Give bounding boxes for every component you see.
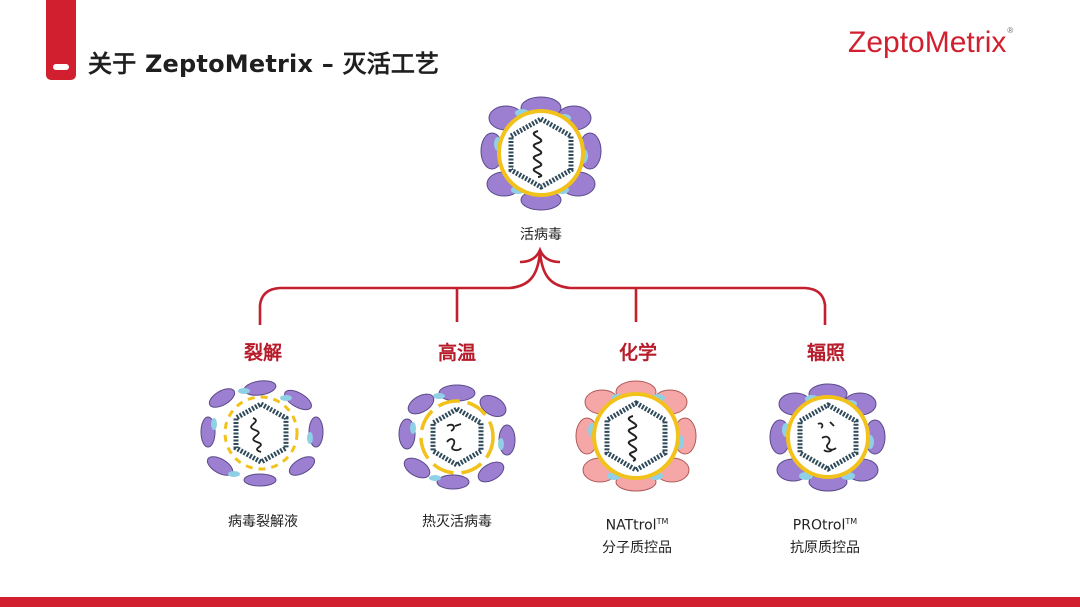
logo-text: ZeptoMetri	[848, 26, 992, 59]
caption-nattrol-line1: NATtrolTM	[547, 511, 727, 537]
title-tab-notch	[53, 64, 69, 70]
chemical-virus-icon	[575, 380, 697, 492]
logo-registered-mark: ®	[1007, 26, 1014, 35]
live-virus-label: 活病毒	[520, 227, 562, 243]
branch-title-heat: 高温	[437, 342, 476, 364]
logo-x: x	[991, 26, 1007, 59]
zeptometrix-logo: ZeptoMetrix®	[848, 26, 1013, 60]
protrol-tm: TM	[845, 517, 858, 526]
lysed-virus-icon	[200, 380, 324, 487]
caption-lysate: 病毒裂解液	[228, 514, 298, 530]
protrol-name: PROtrol	[792, 517, 846, 534]
branch-title-irradiation: 辐照	[806, 342, 845, 364]
branch-title-lysis: 裂解	[243, 342, 282, 364]
caption-protrol-line1: PROtrolTM	[735, 511, 915, 537]
live-virus-icon	[480, 96, 602, 211]
caption-nattrol-line2: 分子质控品	[602, 539, 672, 556]
caption-nattrol: NATtrolTM 分子质控品	[547, 511, 727, 559]
slide-title: 关于 ZeptoMetrix – 灭活工艺	[88, 50, 440, 78]
branch-title-chemical: 化学	[618, 342, 657, 364]
brace-top	[519, 246, 561, 264]
heat-inactivated-virus-icon	[398, 384, 516, 490]
title-accent-tab	[46, 0, 76, 80]
nattrol-tm: TM	[656, 517, 669, 526]
caption-protrol: PROtrolTM 抗原质控品	[735, 511, 915, 559]
connector-left	[258, 251, 542, 325]
footer-bar	[0, 597, 1080, 607]
caption-protrol-line2: 抗原质控品	[790, 539, 860, 556]
connector-right	[538, 251, 827, 325]
irradiated-virus-icon	[769, 383, 886, 492]
caption-heat-inactivated: 热灭活病毒	[422, 514, 492, 530]
nattrol-name: NATtrol	[605, 517, 657, 534]
